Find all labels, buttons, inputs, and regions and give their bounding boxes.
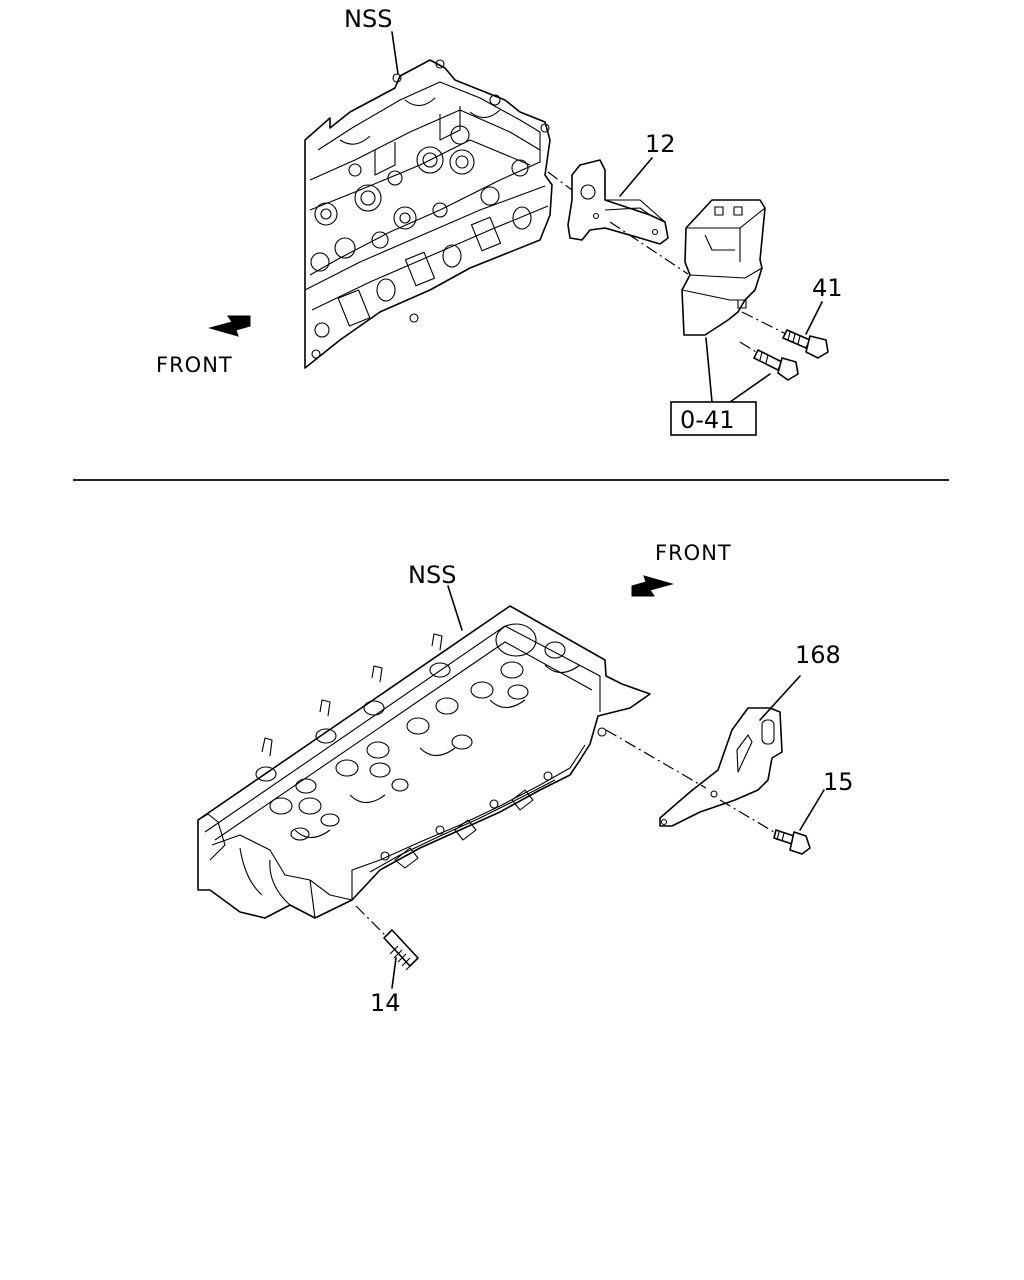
label-part-15: 15 (823, 768, 854, 796)
label-front-bottom: FRONT (655, 541, 732, 565)
label-part-12: 12 (645, 130, 676, 158)
bracket-part-168 (659, 707, 783, 827)
leader-nss-top (391, 31, 399, 75)
label-front-top: FRONT (156, 353, 233, 377)
centerline-41 (741, 311, 787, 335)
centerline-lower-bolt (739, 341, 757, 353)
label-ref-box: 0-41 (680, 406, 734, 434)
centerline-15 (719, 799, 775, 833)
label-part-14: 14 (370, 989, 401, 1017)
leader-15 (799, 789, 825, 831)
centerline-12 (547, 171, 573, 191)
leader-168 (759, 675, 801, 721)
label-part-41: 41 (812, 274, 843, 302)
label-nss-bottom: NSS (408, 561, 456, 589)
label-part-168: 168 (795, 641, 841, 669)
stud-part-14 (383, 929, 419, 971)
label-nss-top: NSS (344, 5, 392, 33)
leader-12 (619, 157, 653, 197)
ref-box (670, 401, 757, 436)
centerline-mount (609, 221, 689, 275)
cylinder-head-bottom-view (197, 605, 651, 919)
bolt-part-15 (773, 829, 811, 855)
front-arrow-top-icon (208, 315, 251, 337)
leader-nss-bottom (447, 585, 463, 631)
centerline-14 (355, 905, 387, 937)
front-arrow-bottom-icon (631, 575, 674, 597)
leader-14 (391, 957, 397, 989)
leader-41 (805, 301, 823, 335)
centerline-168 (605, 729, 707, 789)
bolt-part-41 (782, 329, 829, 359)
cylinder-head-top-view (304, 59, 553, 369)
leader-ref-b (729, 373, 771, 403)
mount-block (681, 199, 766, 336)
leader-ref-a (705, 337, 713, 403)
bracket-part-12 (567, 159, 669, 245)
bolt-lower (753, 349, 799, 381)
